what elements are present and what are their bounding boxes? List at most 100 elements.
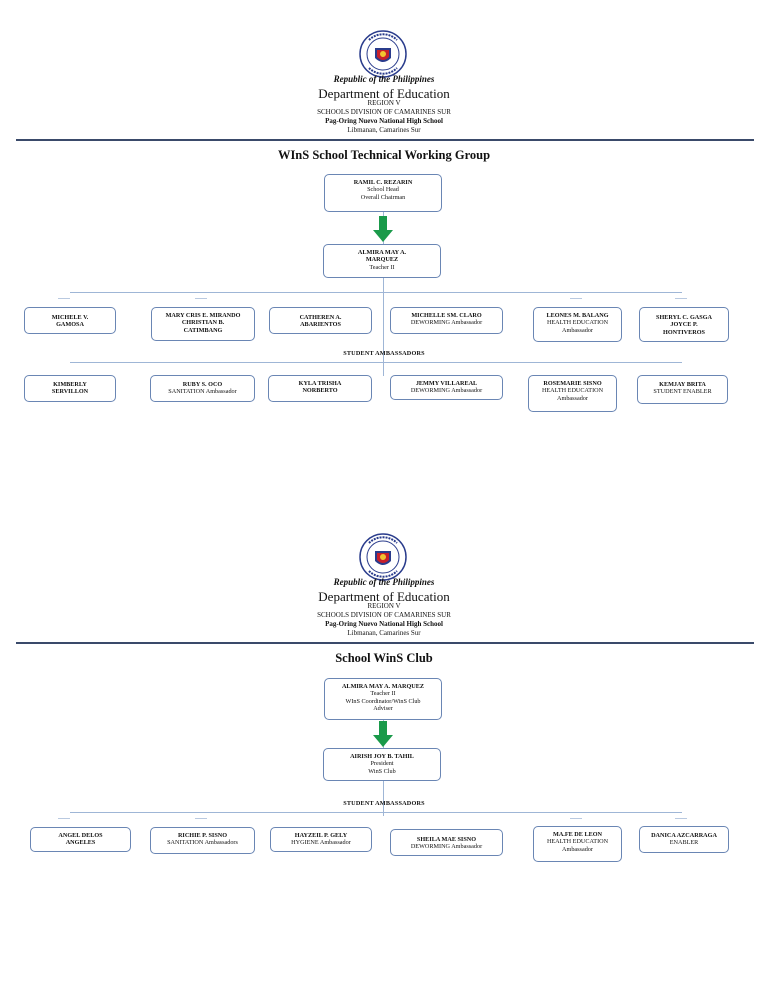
member-name2: ABARIENTOS xyxy=(300,321,341,329)
connector-tick xyxy=(58,818,70,819)
deped-seal-icon xyxy=(359,533,407,581)
twg-page: Republic of the Philippines Department o… xyxy=(0,0,768,500)
division-text: SCHOOLS DIVISION OF CAMARINES SUR xyxy=(317,108,451,116)
member-box: MICHELLE SM. CLARO DEWORMING Ambassador xyxy=(390,307,503,334)
student-name: HAYZEIL P. GELY xyxy=(294,832,348,839)
president-role2: WinS Club xyxy=(368,767,396,775)
member-role: HEALTH EDUCATION xyxy=(546,319,609,327)
student-role: DEWORMING Ambassador xyxy=(410,387,483,395)
student-name: JEMMY VILLAREAL xyxy=(415,380,478,387)
republic-text: Republic of the Philippines xyxy=(333,577,435,587)
student-box: ANGEL DELOS ANGELES xyxy=(30,827,131,852)
connector-tick xyxy=(675,818,687,819)
republic-text: Republic of the Philippines xyxy=(333,74,435,84)
student-role: DEWORMING Ambassador xyxy=(410,843,483,851)
connector-tick xyxy=(570,298,582,299)
student-box: MA.FE DE LEON HEALTH EDUCATION Ambassado… xyxy=(533,826,622,862)
department-text: Department of Education xyxy=(318,589,450,604)
connector xyxy=(70,292,682,293)
member-name3: HONTIVEROS xyxy=(663,328,705,336)
student-role: STUDENT ENABLER xyxy=(653,388,712,396)
member-box: CATHEREN A. ABARIENTOS xyxy=(269,307,372,334)
student-ambassadors-label: STUDENT AMBASSADORS xyxy=(343,350,425,357)
school-head-role: School Head xyxy=(367,186,399,194)
location-text: Libmanan, Camarines Sur xyxy=(347,629,421,637)
header-rule xyxy=(16,139,754,141)
student-box: ROSEMARIE SISNO HEALTH EDUCATION Ambassa… xyxy=(528,375,617,412)
coordinator-role: Teacher II xyxy=(369,263,395,271)
student-box: SHEILA MAE SISNO DEWORMING Ambassador xyxy=(390,829,503,856)
student-name: ANGEL DELOS xyxy=(58,832,103,839)
student-name2: SERVILLON xyxy=(51,388,89,396)
school-head-box: RAMIL C. REZARIN School Head Overall Cha… xyxy=(324,174,442,212)
president-box: AIRISH JOY B. TAHIL President WinS Club xyxy=(323,748,441,781)
student-role: HYGIENE Ambassador xyxy=(291,839,351,847)
member-name3: CATIMBANG xyxy=(183,326,223,334)
student-name: RICHIE P. SISNO xyxy=(177,832,228,839)
deped-seal-icon xyxy=(359,30,407,78)
adviser-name: ALMIRA MAY A. MARQUEZ xyxy=(341,683,425,690)
twg-title: WInS School Technical Working Group xyxy=(277,148,491,162)
student-name: SHEILA MAE SISNO xyxy=(416,836,477,843)
school-head-name: RAMIL C. REZARIN xyxy=(353,179,413,186)
student-role: ENABLER xyxy=(669,839,699,847)
connector xyxy=(70,812,682,813)
member-name: SHERYL C. GASGA xyxy=(656,314,712,321)
student-ambassadors-label: STUDENT AMBASSADORS xyxy=(343,800,425,807)
coordinator-name: ALMIRA MAY A. xyxy=(357,249,407,256)
connector-tick xyxy=(195,298,207,299)
student-box: RICHIE P. SISNO SANITATION Ambassadors xyxy=(150,827,255,854)
student-box: KYLA TRISHA NORBERTO xyxy=(268,375,372,402)
coordinator-box: ALMIRA MAY A. MARQUEZ Teacher II xyxy=(323,244,441,278)
club-title: School WinS Club xyxy=(335,651,433,665)
student-role2: Ambassador xyxy=(562,845,593,853)
student-role: SANITATION Ambassadors xyxy=(167,839,238,847)
school-head-role2: Overall Chairman xyxy=(360,193,406,201)
member-name2: CHRISTIAN B. xyxy=(181,319,225,327)
adviser-role3: Adviser xyxy=(373,705,393,713)
member-name2: JOYCE P. xyxy=(670,321,698,329)
president-name: AIRISH JOY B. TAHIL xyxy=(350,753,414,760)
student-name2: NORBERTO xyxy=(302,387,338,395)
member-name2: GAMOSA xyxy=(56,321,84,329)
member-name: MICHELE V. xyxy=(51,314,89,321)
member-name: CATHEREN A. xyxy=(299,314,342,321)
coordinator-name2: MARQUEZ xyxy=(365,256,399,264)
member-box: LEONES M. BALANG HEALTH EDUCATION Ambass… xyxy=(533,307,622,342)
adviser-role2: WInS Coordinator/WinS Club xyxy=(345,697,421,705)
student-name: MA.FE DE LEON xyxy=(553,831,602,838)
student-box: KEMJAY BRITA STUDENT ENABLER xyxy=(637,375,728,404)
student-box: KIMBERLY SERVILLON xyxy=(24,375,116,402)
student-role2: Ambassador xyxy=(557,394,588,402)
president-role: President xyxy=(370,760,394,768)
member-name: MARY CRIS E. MIRANDO xyxy=(165,312,241,319)
down-arrow-icon xyxy=(373,721,393,747)
department-text: Department of Education xyxy=(318,86,450,101)
member-role: DEWORMING Ambassador xyxy=(410,319,483,327)
student-name2: ANGELES xyxy=(65,839,96,847)
school-text: Pag-Oring Nuevo National High School xyxy=(325,117,443,125)
header-rule xyxy=(16,642,754,644)
student-name: KIMBERLY xyxy=(53,381,87,388)
member-role2: Ambassador xyxy=(562,326,593,334)
student-role: HEALTH EDUCATION xyxy=(546,838,609,846)
connector-tick xyxy=(58,298,70,299)
student-box: JEMMY VILLAREAL DEWORMING Ambassador xyxy=(390,375,503,400)
member-name: MICHELLE SM. CLARO xyxy=(411,312,482,319)
connector-tick xyxy=(195,818,207,819)
adviser-role: Teacher II xyxy=(370,690,396,698)
student-box: DANICA AZCARRAGA ENABLER xyxy=(639,826,729,853)
member-box: SHERYL C. GASGA JOYCE P. HONTIVEROS xyxy=(639,307,729,342)
student-box: RUBY S. OCO SANITATION Ambassador xyxy=(150,375,255,402)
connector xyxy=(383,276,384,376)
student-role: HEALTH EDUCATION xyxy=(541,387,604,395)
region-text: REGION V xyxy=(367,99,401,107)
region-text: REGION V xyxy=(367,602,401,610)
connector-tick xyxy=(570,818,582,819)
connector xyxy=(70,362,682,363)
adviser-box: ALMIRA MAY A. MARQUEZ Teacher II WInS Co… xyxy=(324,678,442,720)
location-text: Libmanan, Camarines Sur xyxy=(347,126,421,134)
student-name: RUBY S. OCO xyxy=(182,381,223,388)
student-name: DANICA AZCARRAGA xyxy=(651,832,717,839)
